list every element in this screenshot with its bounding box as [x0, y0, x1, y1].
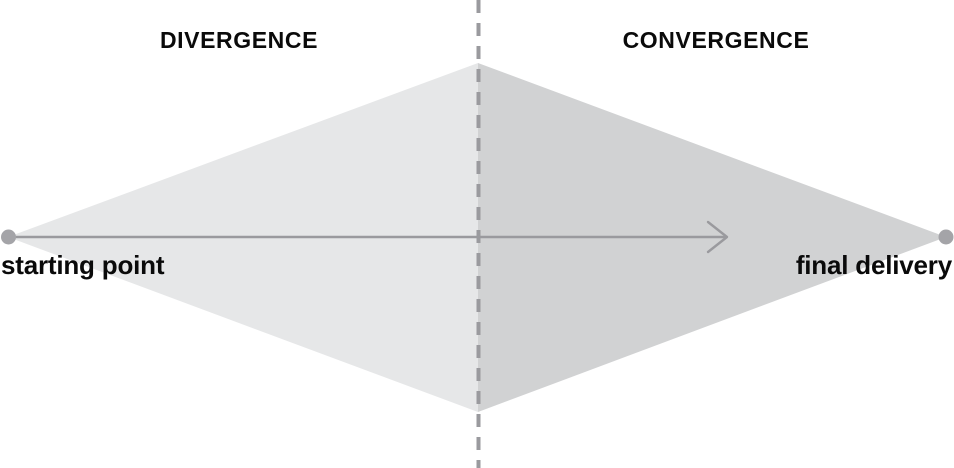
phase-label-divergence: DIVERGENCE — [159, 27, 319, 53]
starting-point-label: starting point — [1, 250, 165, 280]
phase-label-convergence: CONVERGENCE — [622, 27, 810, 53]
start-point-dot-icon — [1, 229, 16, 245]
arrow-head-icon — [706, 220, 729, 254]
final-delivery-label: final delivery — [795, 250, 952, 280]
end-point-dot-icon — [938, 229, 954, 245]
